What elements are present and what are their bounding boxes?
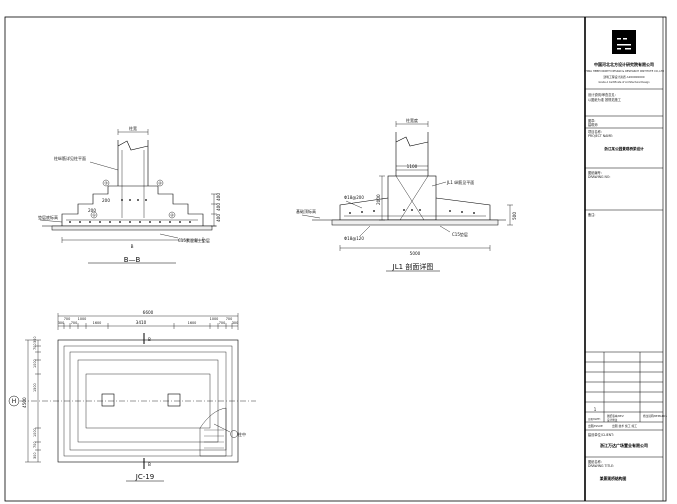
jl1-rebar-top: Φ18@200: [344, 195, 364, 200]
client-label: 建设单位/CLIENT:: [588, 432, 614, 437]
jc19-dim-top-mid: 3410: [136, 320, 147, 325]
jc19-dim-tr-1: 1600: [188, 321, 197, 325]
bb-dim-right-3: 400: [216, 214, 221, 222]
title-block: 中国河北北方设计研究院有限公司 CHINA HEBEI NORTH DESIGN…: [584, 30, 667, 481]
jl1-dim-bottom: 5000: [410, 251, 421, 256]
jc19-dim-tl-1: 300: [58, 321, 64, 325]
issue-label: 出图/ISSUE: [588, 424, 603, 428]
drawing-title: 某景观桥结构图: [599, 476, 627, 481]
company-logo: [612, 30, 636, 54]
jl1-dim-width: 1100: [407, 164, 418, 169]
bb-marker-4: ④: [158, 181, 162, 186]
drawing-title-value: DRAWING TITLE:: [588, 464, 614, 468]
rev-date-label: 日期/DATE:: [588, 417, 601, 421]
bb-dim-left-2: 200: [88, 208, 96, 213]
jc19-dim-tr-5: 300: [232, 321, 238, 325]
company-name: 中国河北北方设计研究院有限公司: [594, 61, 654, 67]
section-jl1-title: JL1 剖面详图: [392, 262, 434, 271]
drawing-no-value: DRAWING NO:: [588, 175, 610, 179]
bb-note-ground: 垫层底标高: [38, 214, 58, 220]
jc19-dim-tl-3: 700: [71, 321, 77, 325]
bb-dim-left-1: 200: [102, 198, 110, 203]
company-name-en: CHINA HEBEI NORTH DESIGN & RESEARCH INST…: [584, 69, 664, 73]
certificate-en: Grade A Certificate of Architectural Des…: [598, 81, 650, 84]
jc19-dim-l-3: 1000: [33, 359, 37, 368]
axis-h-label: H: [12, 398, 17, 405]
bb-dim-right-2: 400: [216, 203, 221, 211]
section-jl1: [301, 121, 513, 272]
jl1-dim-top: 柱宽度: [406, 117, 418, 123]
rev-desc-value: 设计修改: [607, 418, 618, 422]
rev-by-label: 修改说明/REMARKS: [643, 414, 667, 418]
jc19-dim-l-4: 1500: [33, 383, 37, 392]
jc19-dim-tr-4: 700: [226, 317, 232, 321]
rev-desc-label: 图纸版本/REV:: [607, 414, 624, 418]
jl1-note-ground: 基础顶标高: [296, 208, 316, 214]
jc19-dim-top-total: 6600: [143, 310, 154, 315]
jc19-dim-tl-4: 1000: [78, 317, 87, 321]
jc19-dim-tr-3: 700: [219, 321, 225, 325]
jc19-dim-left-total: 4500: [22, 397, 27, 408]
bb-dim-right-1: 400: [216, 193, 221, 201]
remarks-label: 备注:: [588, 212, 595, 217]
section-b-b-labels: 柱宽 B 400 400 400 200 200 柱纵筋详见柱平面 垫层底标高 …: [38, 125, 221, 264]
certificate: 建筑工程设计资质 A200000000: [603, 75, 644, 79]
bb-marker-2: ②: [170, 213, 174, 218]
jl1-rebar-bottom: Φ18@120: [344, 236, 364, 241]
notes-label: 设计说明/审查意见:: [588, 92, 616, 97]
section-mark-bottom: B: [148, 462, 151, 467]
jl1-dim-right: 500: [512, 212, 517, 220]
jc19-dim-tl-5: 1600: [93, 321, 102, 325]
rev-number: 1: [594, 407, 597, 412]
jl1-note-concrete: C15垫层: [452, 231, 468, 237]
plan-jc19: [8, 313, 256, 482]
jc19-dim-tl-2: 700: [64, 317, 70, 321]
bb-note-column: 柱纵筋详见柱平面: [54, 155, 86, 161]
client-name: 浙江万达广场置业有限公司: [600, 442, 648, 448]
revision-table: [585, 351, 663, 431]
project-name: 浙江某公园景观桥梁设计: [604, 146, 644, 151]
section-mark-top: B: [148, 337, 151, 342]
drawing-title-label: 图纸名称:: [588, 459, 602, 464]
jc19-corner-mark: 柱中: [238, 431, 246, 437]
plan-jc19-title: JC-19: [135, 473, 154, 481]
plan-jc19-labels: 6600 3410 300 700 700 1000 1600 1600 100…: [12, 310, 246, 481]
jc19-dim-l-2: 700: [33, 344, 37, 350]
section-jl1-labels: 柱宽度 1100 2000 500 5000 Φ18@200 Φ18@120 J…: [296, 117, 517, 271]
notes-value: 以图纸为准 按规范施工: [588, 97, 622, 102]
bb-marker-3: ③: [104, 181, 108, 186]
outer-border: [4, 16, 667, 502]
jc19-dim-l-6: 700: [33, 442, 37, 448]
section-b-b: [39, 129, 217, 264]
jl1-note-beam: JL1 纵筋见平面: [446, 179, 474, 185]
section-bb-title: B—B: [124, 256, 141, 264]
project-label: 项目名称:: [588, 129, 602, 134]
jl1-dim-height: 2000: [376, 194, 381, 205]
stamp-value: 建筑师: [588, 122, 598, 127]
bb-dim-top: 柱宽: [129, 125, 137, 131]
project-value: PROJECT NAME:: [588, 134, 613, 138]
jc19-dim-l-7: 300: [33, 453, 37, 459]
bb-dim-bottom: B: [131, 244, 134, 249]
jc19-dim-l-1: 300: [33, 337, 37, 343]
bb-note-concrete: C15素混凝土垫层: [178, 237, 210, 243]
jc19-dim-tr-2: 1000: [210, 317, 219, 321]
bb-marker-1: ①: [92, 213, 96, 218]
jc19-dim-l-5: 1000: [33, 428, 37, 437]
issue-value: 出图 技术 施工 竣工: [612, 424, 637, 428]
stamp-label: 图章:: [588, 118, 595, 123]
drawing-no-label: 图纸编号:: [588, 170, 602, 175]
